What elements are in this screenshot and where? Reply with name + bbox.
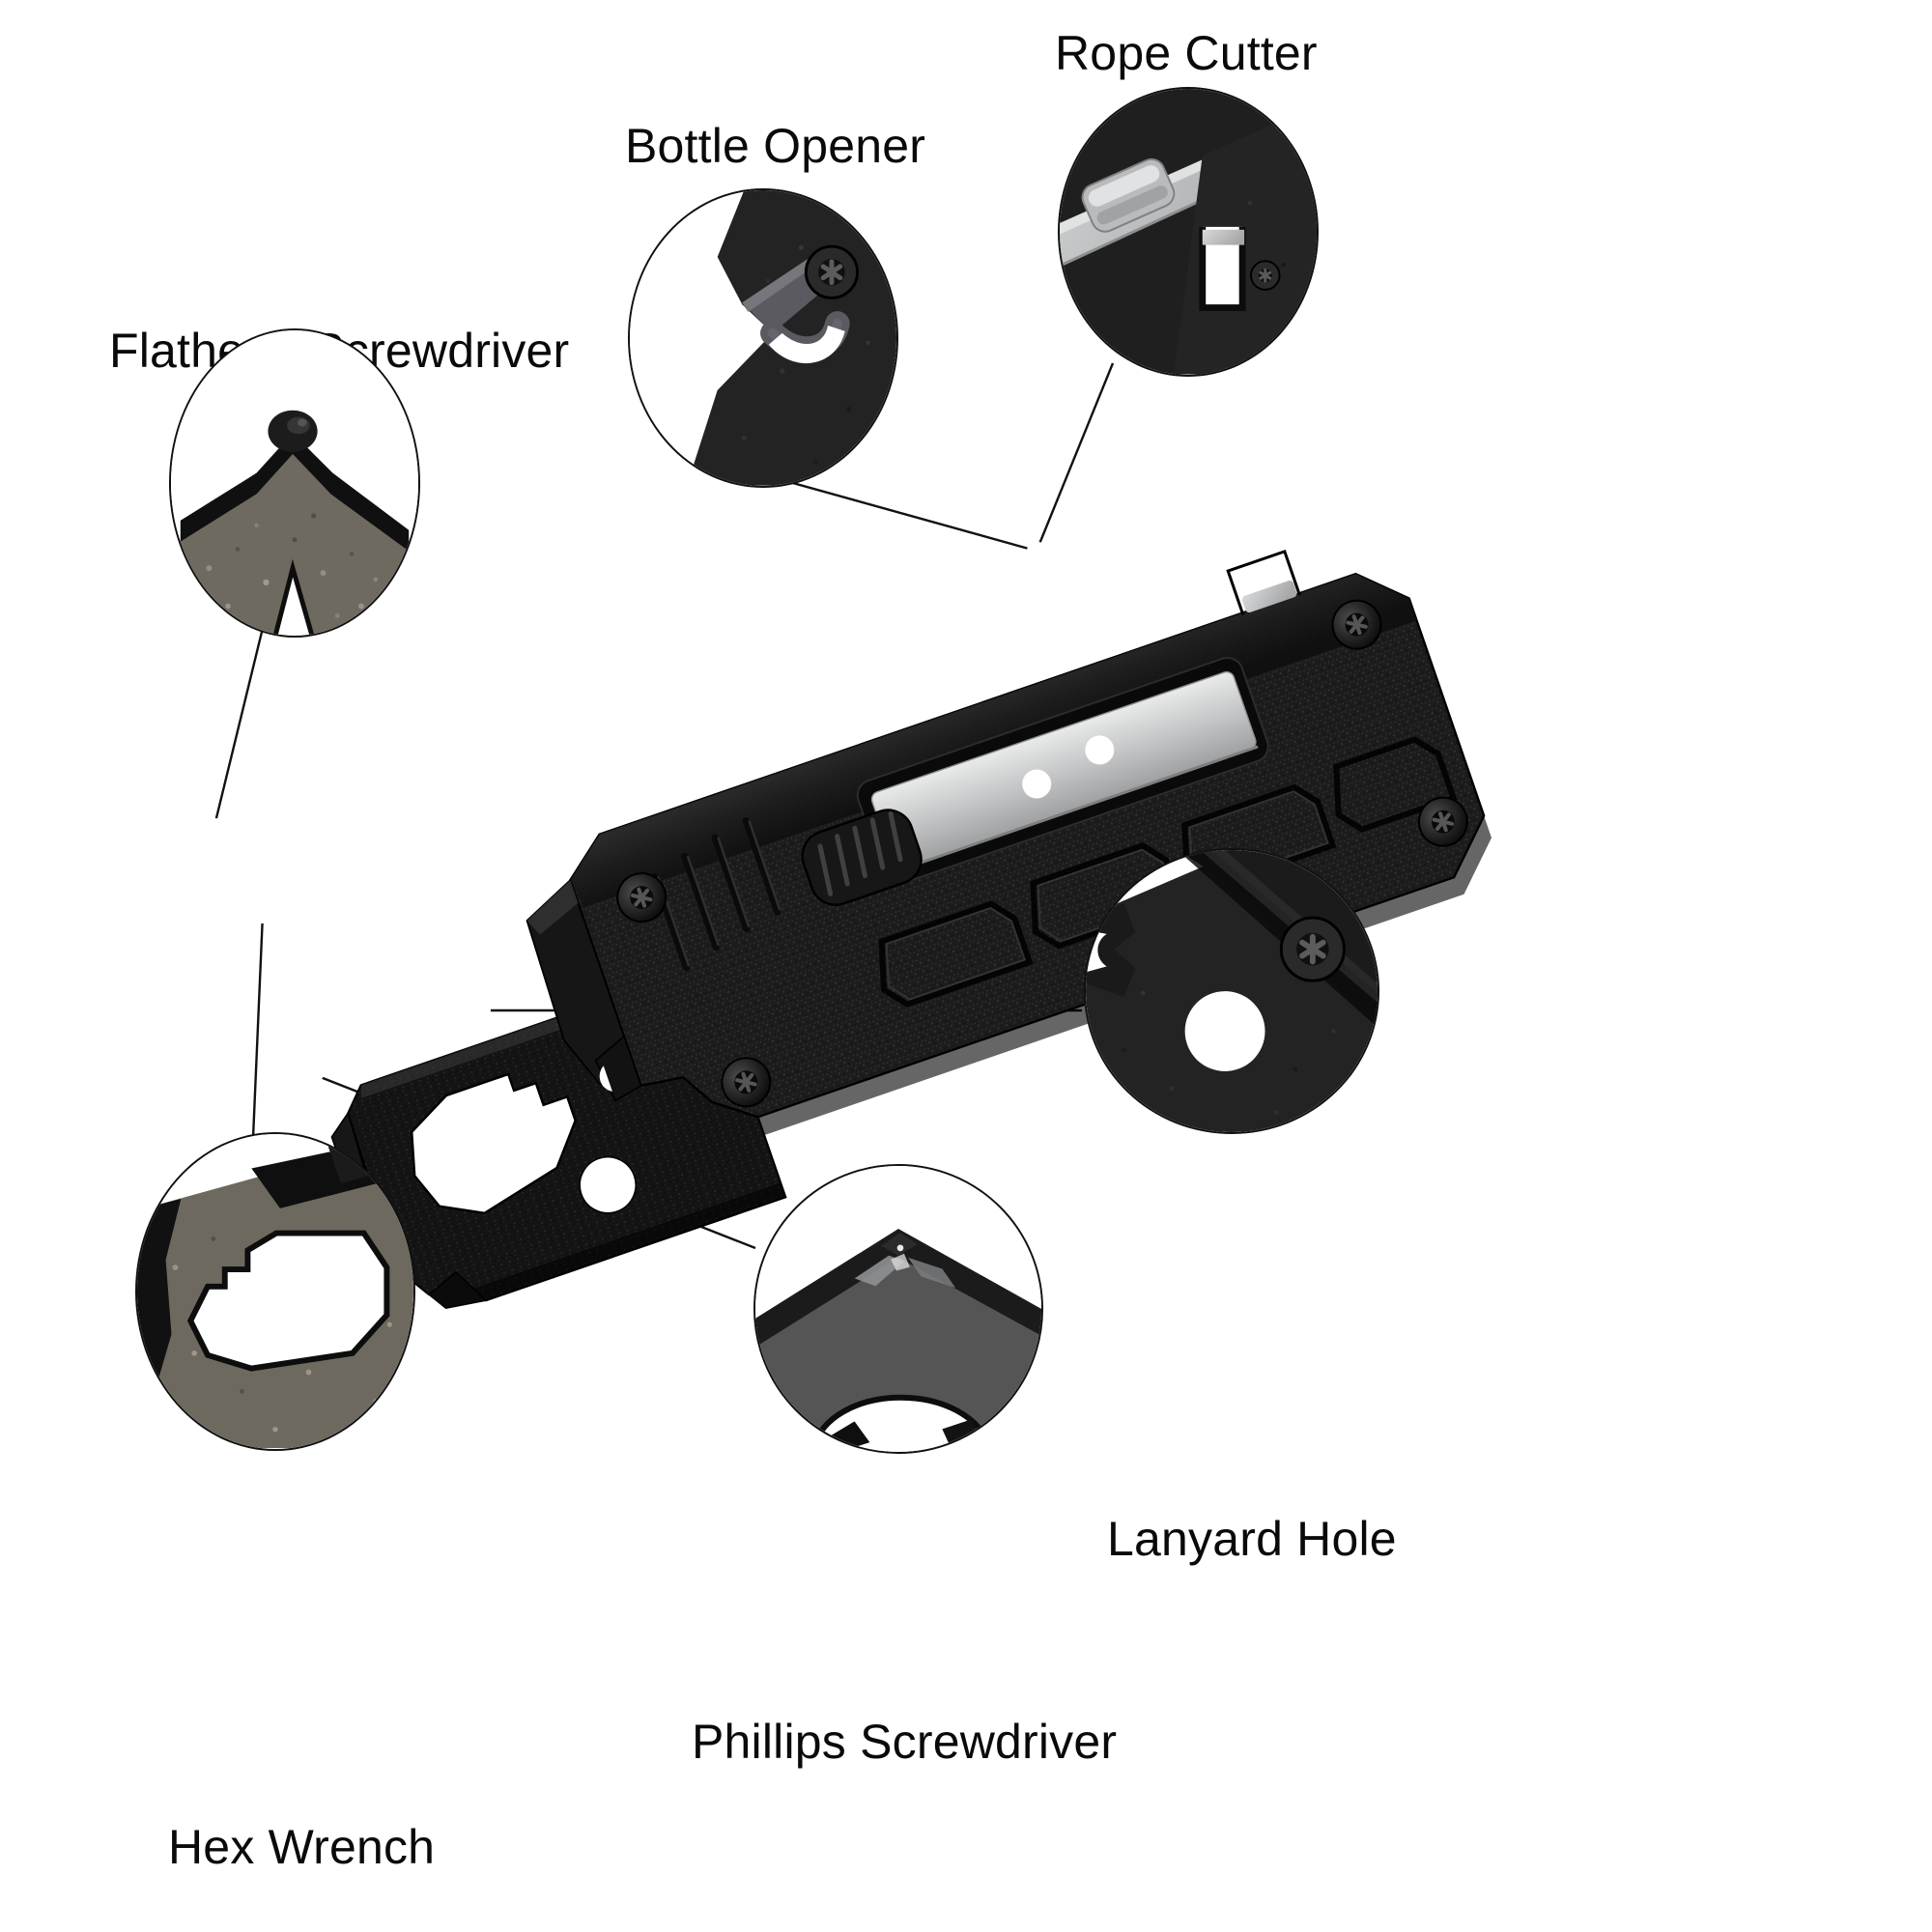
thumb-slider — [801, 809, 923, 906]
phillips-tip — [427, 1270, 488, 1309]
callout-lanyard-hole — [1084, 848, 1379, 1134]
label-bottle-opener: Bottle Opener — [625, 119, 926, 173]
callout-flathead-screwdriver — [169, 328, 420, 638]
label-hex-wrench: Hex Wrench — [168, 1820, 436, 1874]
rope-cutter-notch — [1226, 549, 1301, 615]
label-lanyard-hole: Lanyard Hole — [1107, 1512, 1397, 1566]
callout-hex-wrench — [135, 1132, 415, 1451]
callout-rope-cutter — [1058, 87, 1319, 377]
label-rope-cutter: Rope Cutter — [1055, 26, 1318, 80]
callout-phillips-screwdriver — [753, 1164, 1043, 1454]
callout-bottle-opener — [628, 188, 898, 488]
label-phillips-screwdriver: Phillips Screwdriver — [692, 1715, 1118, 1769]
